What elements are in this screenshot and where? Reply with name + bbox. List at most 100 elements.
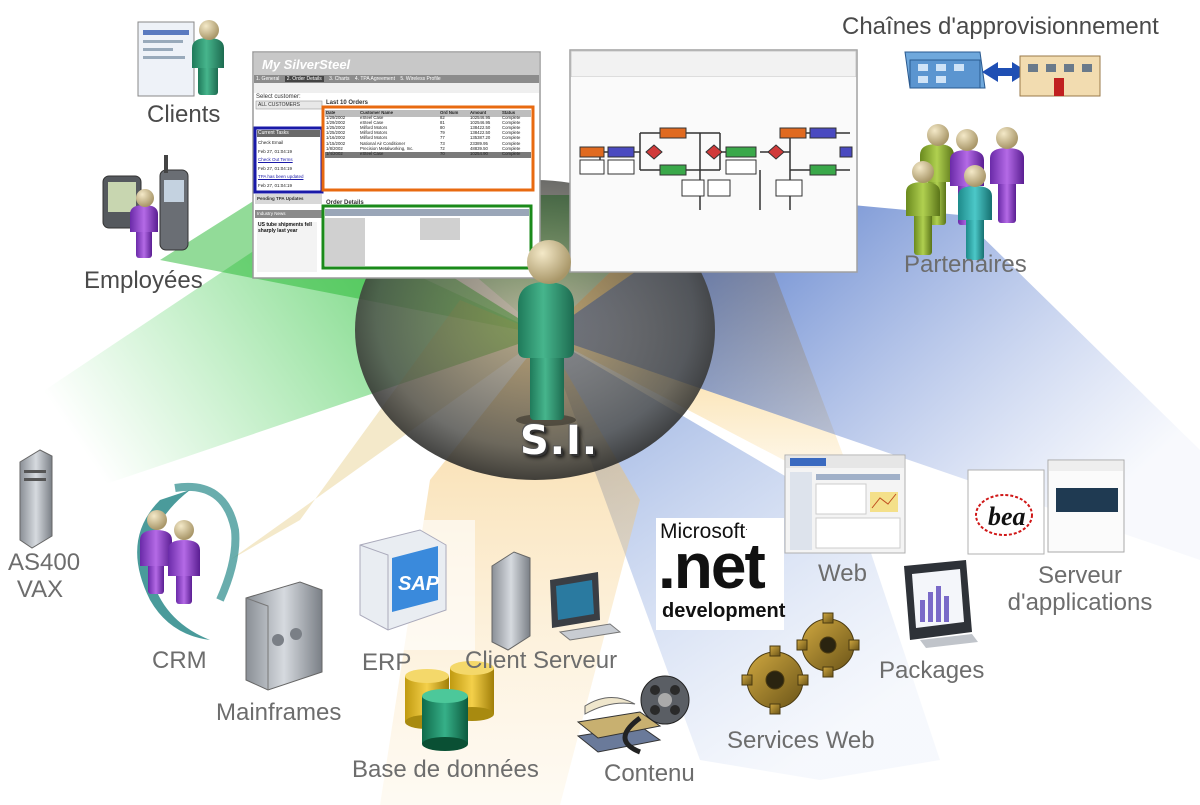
label-app-server-line1: Serveur xyxy=(1037,562,1123,589)
bea-logo-text: bea xyxy=(988,502,1026,531)
news-title[interactable]: US tube shipments fell sharply last year xyxy=(258,222,312,234)
orders-heading: Last 10 Orders xyxy=(326,100,369,106)
table-cell: Complete xyxy=(502,140,521,146)
table-cell: 70 xyxy=(440,150,445,156)
table-cell: Complete xyxy=(502,150,521,156)
table-cell: 1/29/2002 xyxy=(326,120,346,126)
table-cell: 81 xyxy=(440,120,445,126)
table-cell: eSteel Case xyxy=(360,115,384,121)
portal-tab[interactable]: 3. Charts xyxy=(329,76,350,82)
portal-window xyxy=(252,51,541,279)
label-supply-chain: Chaînes d'approvisionnement xyxy=(842,13,1159,40)
select-customer-label: Select customer: xyxy=(256,94,301,100)
table-cell: 1/8/2002 xyxy=(326,145,343,151)
bea-logo-icon: bea xyxy=(967,469,1045,555)
table-cell: 77 xyxy=(440,135,445,141)
table-cell: 1/16/2002 xyxy=(326,135,346,141)
news-heading: Industry News xyxy=(257,211,286,216)
dotnet-net-text: .net xyxy=(658,530,766,602)
task-item: Feb 27, 01:04:19 xyxy=(258,148,293,154)
client-server-icon xyxy=(491,551,622,651)
portal-tab[interactable]: 4. TPA Agreement xyxy=(354,76,395,82)
employees-icon xyxy=(102,155,189,258)
table-cell: 102546.95 xyxy=(470,120,491,126)
table-cell: National Air Conditioner xyxy=(360,140,406,146)
table-cell: Complete xyxy=(502,120,521,126)
partners-icon xyxy=(906,124,1024,260)
dotnet-logo: Microsoft. .net development xyxy=(656,518,785,630)
table-cell: 135387.20 xyxy=(470,135,491,141)
blue-ray-right xyxy=(545,195,1200,560)
table-cell: Milford Motors xyxy=(360,130,388,136)
tasks-heading: Current Tasks xyxy=(258,130,289,136)
column-header: Date xyxy=(326,110,336,115)
table-cell: 10254.90 xyxy=(470,150,488,156)
portal-tab[interactable]: 5. Wireless Profile xyxy=(400,76,441,82)
sap-logo-text: SAP xyxy=(398,573,440,595)
portal-tab[interactable]: 1. General xyxy=(256,76,280,82)
clients-icon xyxy=(137,20,224,97)
select-customer-value[interactable]: ALL CUSTOMERS xyxy=(258,102,300,108)
label-web: Web xyxy=(818,560,867,587)
table-cell: 1/25/2002 xyxy=(326,130,346,136)
label-packages: Packages xyxy=(879,657,985,684)
label-app-server: Serveur d'applications xyxy=(998,562,1162,617)
orders-table: Date Customer Name Ord Num Amount Status… xyxy=(326,110,530,156)
table-cell: 48839.50 xyxy=(470,145,488,151)
label-web-services: Services Web xyxy=(727,727,875,754)
column-header: Customer Name xyxy=(360,110,393,115)
label-content: Contenu xyxy=(604,760,695,787)
web-page-icon xyxy=(784,454,906,554)
label-as400: AS400 VAX xyxy=(8,549,81,604)
table-cell: 80 xyxy=(440,125,445,131)
label-client-server: Client Serveur xyxy=(465,647,618,674)
sap-box-icon: SAP xyxy=(340,520,475,650)
label-clients: Clients xyxy=(147,101,221,128)
table-cell: Complete xyxy=(502,115,521,121)
workflow-window xyxy=(569,49,858,273)
task-item[interactable]: TPA has been updated xyxy=(258,174,304,179)
gears-icon xyxy=(741,612,860,715)
portal-tab[interactable]: 2. Order Details xyxy=(284,76,324,82)
table-cell: 73 xyxy=(440,140,445,146)
supply-chain-icon xyxy=(904,51,1101,97)
table-cell: 102546.95 xyxy=(470,115,491,121)
table-cell: 1/15/2002 xyxy=(326,140,346,146)
task-item[interactable]: Check Out Terms xyxy=(258,157,293,162)
label-app-server-line2: d'applications xyxy=(1007,588,1153,616)
label-as400-line1: AS400 xyxy=(8,549,81,576)
dotnet-microsoft-word: Microsoft xyxy=(660,520,746,543)
task-item[interactable]: Check Email xyxy=(258,140,284,145)
column-header: Status xyxy=(502,110,516,115)
central-person xyxy=(516,240,576,426)
label-databases: Base de données xyxy=(352,756,539,783)
table-cell: Complete xyxy=(502,145,521,151)
as400-server-icon xyxy=(19,449,53,549)
pending-heading: Pending TPA Updates xyxy=(257,196,304,201)
table-cell: Complete xyxy=(502,130,521,136)
orders-table-header: Date Customer Name Ord Num Amount Status xyxy=(326,110,530,115)
label-mainframes: Mainframes xyxy=(216,699,342,726)
details-heading: Order Details xyxy=(326,200,364,206)
table-cell: 23389.95 xyxy=(470,140,488,146)
table-cell: 82 xyxy=(440,115,445,121)
table-row[interactable]: 1/15/2002 National Air Conditioner 73 23389… xyxy=(326,141,530,146)
table-cell: Milford Motors xyxy=(360,135,388,141)
label-employees: Employées xyxy=(84,267,203,294)
content-icon xyxy=(576,675,690,755)
column-header: Ord Num xyxy=(440,110,459,115)
table-cell: eSteel Case xyxy=(360,150,384,156)
app-server-box-icon xyxy=(1047,459,1125,553)
task-item: Feb 27, 01:04:19 xyxy=(258,165,293,171)
mainframe-icon xyxy=(245,581,323,691)
label-erp: ERP xyxy=(362,649,412,676)
label-partners: Partenaires xyxy=(904,251,1027,278)
